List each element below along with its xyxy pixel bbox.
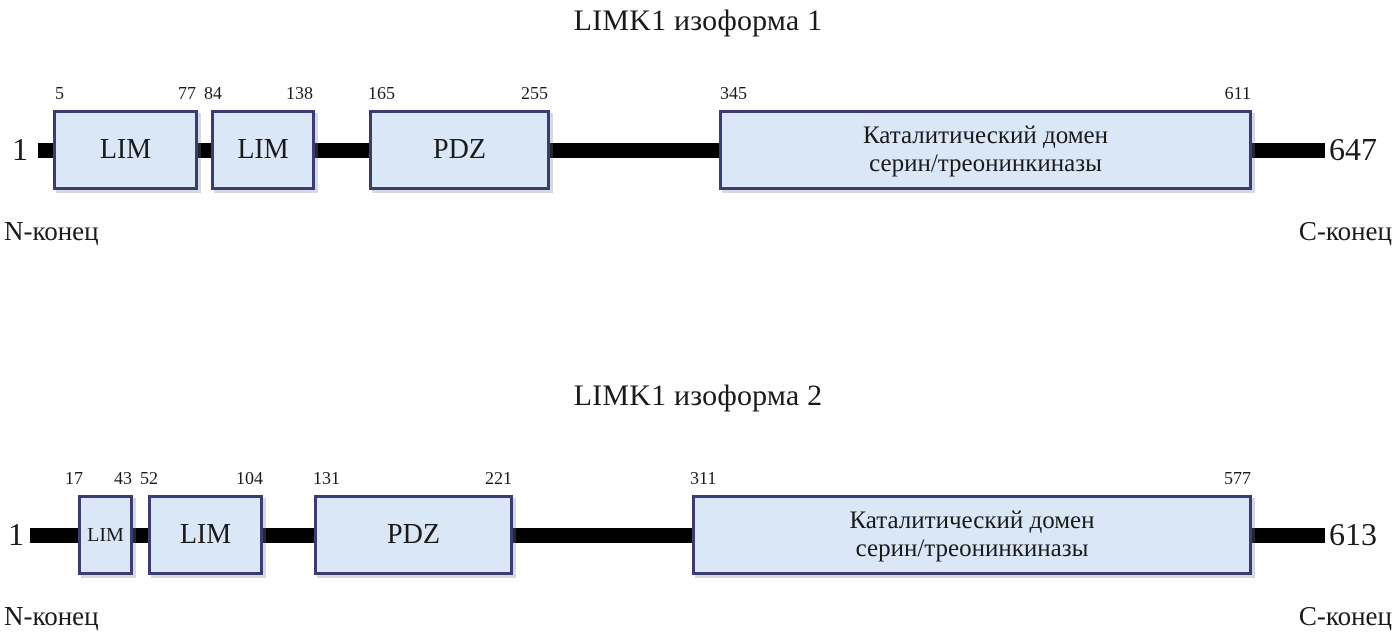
- domain-label-lim-1: LIM: [99, 134, 152, 166]
- domain-label-kinase-line2: серин/треонинкиназы: [869, 150, 1102, 177]
- residue-marker-start-lim1: 17: [65, 468, 83, 488]
- domain-box-lim-1[interactable]: LIM: [53, 110, 198, 190]
- domain-label-lim-2: LIM: [237, 134, 289, 166]
- domain-label-kinase: Каталитический домен серин/треонинкиназы: [722, 122, 1249, 178]
- domain-label-kinase-line1: Каталитический домен: [849, 507, 1095, 534]
- domain-box-pdz[interactable]: PDZ: [369, 110, 550, 190]
- residue-marker-start-lim2: 52: [140, 468, 158, 488]
- domain-label-kinase: Каталитический домен серин/треонинкиназы: [695, 507, 1249, 563]
- c-terminus-label: C-конец: [1298, 216, 1392, 246]
- domain-label-lim-2: LIM: [179, 519, 232, 551]
- diagram-title-isoform-1: LIMK1 изоформа 1: [573, 4, 823, 37]
- start-residue-number: 1: [8, 516, 24, 552]
- domain-label-pdz: PDZ: [387, 519, 440, 551]
- n-terminus-label: N-конец: [4, 216, 99, 246]
- domain-label-lim-1: LIM: [87, 523, 124, 546]
- domain-label-kinase-line1: Каталитический домен: [862, 122, 1109, 149]
- residue-marker-end-pdz: 221: [485, 468, 512, 488]
- residue-marker-end-lim1: 77: [178, 83, 196, 103]
- diagram-isoform-1: LIMK1 изоформа 1 5 77 84 138 165 255 345…: [0, 0, 1396, 260]
- domain-box-lim-2[interactable]: LIM: [148, 495, 263, 575]
- diagram-title-isoform-2: LIMK1 изоформа 2: [573, 379, 823, 412]
- residue-marker-start-pdz: 165: [368, 83, 395, 103]
- domain-box-kinase[interactable]: Каталитический домен серин/треонинкиназы: [719, 110, 1252, 190]
- start-residue-number: 1: [12, 131, 28, 167]
- residue-marker-end-lim2: 138: [286, 83, 313, 103]
- residue-marker-start-lim2: 84: [204, 83, 222, 103]
- residue-marker-end-kinase: 577: [1224, 468, 1251, 488]
- c-terminus-label: C-конец: [1298, 601, 1392, 631]
- diagram-isoform-2: LIMK1 изоформа 2 17 43 52 104 131 221 31…: [0, 375, 1396, 631]
- domain-box-lim-1[interactable]: LIM: [78, 495, 133, 575]
- end-residue-number: 647: [1329, 131, 1377, 167]
- residue-marker-end-pdz: 255: [521, 83, 548, 103]
- residue-marker-end-lim2: 104: [236, 468, 263, 488]
- end-residue-number: 613: [1329, 516, 1377, 552]
- domain-box-kinase[interactable]: Каталитический домен серин/треонинкиназы: [692, 495, 1252, 575]
- residue-marker-start-kinase: 311: [690, 468, 717, 488]
- domain-label-pdz: PDZ: [433, 134, 486, 166]
- residue-marker-start-lim1: 5: [55, 83, 64, 103]
- domain-box-lim-2[interactable]: LIM: [211, 110, 315, 190]
- residue-marker-end-kinase: 611: [1224, 83, 1251, 103]
- residue-marker-start-kinase: 345: [720, 83, 747, 103]
- n-terminus-label: N-конец: [4, 601, 99, 631]
- residue-marker-start-pdz: 131: [313, 468, 340, 488]
- domain-box-pdz[interactable]: PDZ: [314, 495, 513, 575]
- domain-label-kinase-line2: серин/треонинкиназы: [855, 535, 1089, 562]
- residue-marker-end-lim1: 43: [114, 468, 132, 488]
